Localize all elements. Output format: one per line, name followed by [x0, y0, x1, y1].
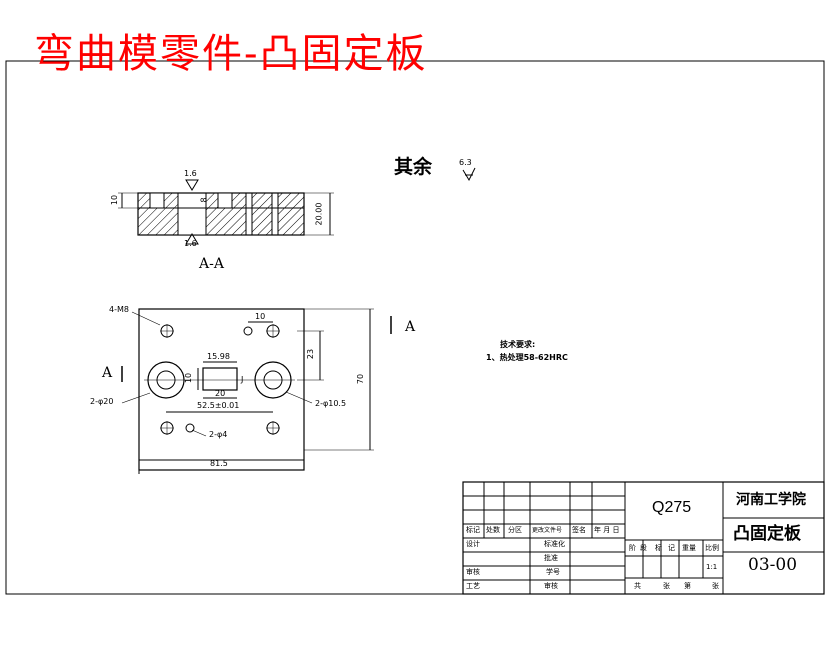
dim-70: 70: [356, 373, 366, 385]
stage-3: 标: [655, 544, 662, 552]
dim-slot-10: 10: [184, 372, 194, 384]
plan-view: [121, 308, 392, 474]
header-mark: 标记: [466, 526, 480, 534]
header-date: 年 月 日: [594, 526, 620, 534]
dim-23: 23: [306, 348, 316, 360]
dim-plan-10: 10: [255, 312, 266, 321]
dim-phi10-5: 2-φ10.5: [315, 399, 347, 408]
header-count: 处数: [486, 526, 500, 534]
sheet-index-label: 第: [684, 582, 691, 590]
roughness-bottom-label: 1.6: [184, 239, 197, 248]
material: Q275: [652, 499, 692, 516]
dim-section-8: 8: [199, 197, 209, 203]
section-view: [118, 179, 334, 245]
surface-roughness-symbol: [462, 167, 476, 182]
drawing-frame: [5, 60, 825, 595]
header-signature: 签名: [572, 526, 586, 534]
sheets-unit-2: 张: [712, 582, 719, 590]
ratio-label: 比例: [705, 544, 719, 552]
drawing-number: 03-00: [748, 555, 798, 575]
part-name: 凸固定板: [733, 524, 801, 544]
row-student-no: 学号: [546, 568, 560, 576]
j-mark: J: [241, 375, 244, 384]
row-design: 设计: [466, 540, 480, 548]
section-label: A-A: [199, 256, 224, 272]
surface-value: 6.3: [459, 158, 472, 167]
dim-15-98: 15.98: [207, 352, 230, 361]
row-check: 审核: [466, 568, 480, 576]
title-block: [462, 481, 825, 595]
header-change-doc: 更改文件号: [532, 527, 563, 534]
dim-section-10: 10: [110, 194, 120, 206]
dim-4m8: 4-M8: [109, 305, 129, 314]
header-zone: 分区: [508, 526, 522, 534]
dim-81-5: 81.5: [210, 459, 228, 468]
row-craft: 工艺: [466, 582, 480, 590]
drawing-title: 弯曲模零件-凸固定板: [34, 31, 428, 77]
sheets-unit-1: 张: [663, 582, 670, 590]
stage-2: 段: [640, 544, 647, 552]
tech-item-1: 1、热处理58-62HRC: [486, 353, 568, 362]
dim-phi20: 2-φ20: [90, 397, 114, 406]
dim-52-5: 52.5±0.01: [197, 401, 240, 410]
dim-section-20: 20.00: [314, 202, 324, 226]
row-review: 审核: [544, 582, 558, 590]
row-approve: 批准: [544, 554, 558, 562]
surface-note: 其余: [394, 156, 433, 178]
section-mark-left: A: [102, 365, 113, 381]
stage-1: 阶: [629, 544, 636, 552]
weight-label: 重量: [682, 544, 696, 552]
tech-title: 技术要求:: [500, 340, 536, 349]
sheets-total-label: 共: [634, 582, 641, 590]
school-name: 河南工学院: [736, 492, 806, 508]
ratio-value: 1:1: [706, 563, 718, 571]
section-mark-right: A: [405, 319, 416, 335]
stage-4: 记: [668, 544, 675, 552]
dim-phi4: 2-φ4: [209, 430, 228, 439]
row-standard: 标准化: [544, 540, 565, 548]
dim-20: 20: [215, 389, 226, 398]
roughness-top-label: 1.6: [184, 169, 197, 178]
